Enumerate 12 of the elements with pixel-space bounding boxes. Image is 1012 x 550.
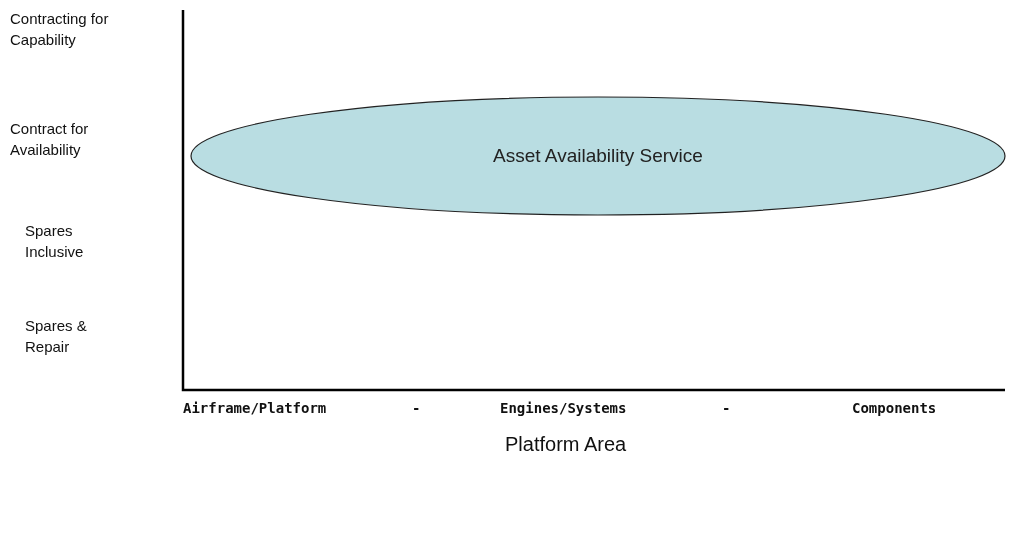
axis-category-label: Contracting for Capability: [10, 9, 110, 50]
axis-category-label: Contract for Availability: [10, 119, 90, 160]
ellipse-shape: [190, 96, 1006, 216]
axis-category-label: Spares & Repair: [25, 316, 88, 357]
axis-tick-label: Engines/Systems: [500, 399, 627, 418]
axis-title: Platform Area: [505, 434, 627, 455]
axis-tick-label: Components: [852, 399, 937, 418]
axis-tick-label: Airframe/Platform: [183, 399, 327, 418]
axis-tick-label: -: [722, 399, 731, 418]
axis-category-label: Spares Inclusive: [25, 221, 85, 262]
ellipse-label: Asset Availability Service: [492, 145, 704, 167]
axis-tick-label: -: [412, 399, 421, 418]
